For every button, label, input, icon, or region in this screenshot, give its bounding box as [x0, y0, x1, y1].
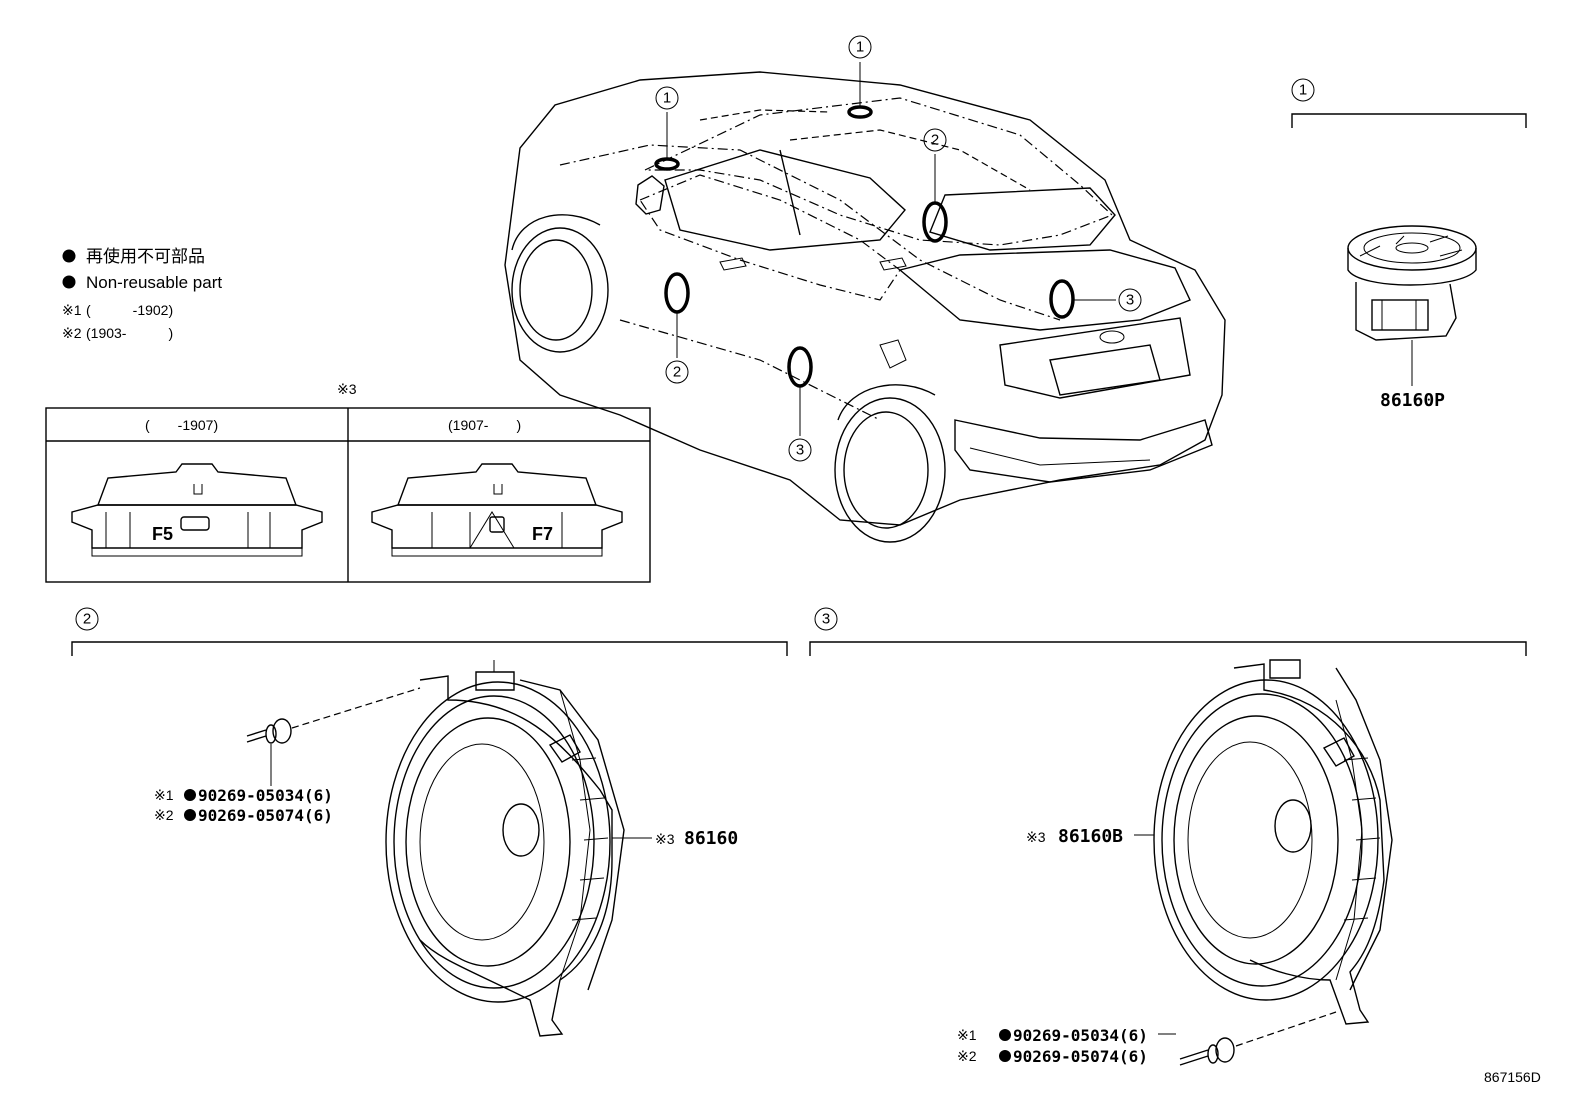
- section-2-callout: 2: [75, 607, 99, 631]
- note1-mark: ※1: [62, 302, 82, 318]
- svg-text:2: 2: [673, 364, 681, 381]
- callout-1-roof-rear: 1: [848, 35, 872, 59]
- diagram-id: 867156D: [1484, 1069, 1541, 1085]
- section-3-callout: 3: [814, 607, 838, 631]
- tweeter-drawing: [1347, 225, 1477, 386]
- svg-text:90269-05034(6): 90269-05034(6): [1013, 1026, 1148, 1045]
- legend-japanese: 再使用不可部品: [86, 246, 205, 266]
- non-reusable-bullet-icon: [184, 809, 196, 821]
- rivet-drawing-rear: [1158, 1011, 1337, 1066]
- callout-2-rear-door: 2: [923, 128, 947, 152]
- non-reusable-bullet-icon: [62, 249, 76, 263]
- connector-code-left: F5: [152, 524, 173, 544]
- note2-range: (1903- ): [86, 325, 173, 341]
- connector-drawing-right: F7: [371, 463, 623, 557]
- variant-right-header: (1907- ): [448, 417, 521, 433]
- section-3: 3 ※3 86160B ※1: [809, 607, 1527, 1066]
- variant-table-mark: ※3: [337, 381, 357, 397]
- rivet-note-rear-2: ※2 90269-05074(6): [957, 1047, 1148, 1066]
- section-1-callout: 1: [1291, 78, 1315, 102]
- svg-text:1: 1: [856, 39, 864, 56]
- rivet-note-front-1: ※1 90269-05034(6): [154, 786, 333, 805]
- section-2: 2 ※3 86160 ※1: [71, 607, 788, 1037]
- speaker-drawing-86160: [385, 660, 652, 1037]
- non-reusable-bullet-icon: [999, 1050, 1011, 1062]
- section-1: 1 86160P: [1291, 78, 1527, 411]
- speaker-drawing-86160B: [1134, 659, 1393, 1025]
- svg-text:3: 3: [796, 442, 804, 459]
- non-reusable-bullet-icon: [184, 789, 196, 801]
- variant-table: ※3 ( -1907) (1907- ) F5: [45, 381, 651, 583]
- callout-1-roof-front: 1: [655, 86, 679, 110]
- svg-text:※2: ※2: [154, 807, 174, 823]
- svg-text:2: 2: [931, 132, 939, 149]
- svg-text:90269-05074(6): 90269-05074(6): [198, 806, 333, 825]
- svg-text:※1: ※1: [154, 787, 174, 803]
- part-mark-86160B: ※3: [1026, 829, 1046, 845]
- legend: 再使用不可部品 Non-reusable part ※1 ( -1902) ※2…: [62, 246, 222, 341]
- part-number-86160B: 86160B: [1058, 826, 1123, 847]
- rivet-note-front-2: ※2 90269-05074(6): [154, 806, 333, 825]
- vehicle-drawing: [504, 62, 1226, 543]
- callout-2-front-door: 2: [665, 360, 689, 384]
- connector-code-right: F7: [532, 524, 553, 544]
- svg-text:90269-05034(6): 90269-05034(6): [198, 786, 333, 805]
- part-number-86160P: 86160P: [1380, 390, 1445, 411]
- note1-range: ( -1902): [86, 302, 173, 318]
- svg-text:2: 2: [83, 611, 91, 628]
- svg-text:3: 3: [822, 611, 830, 628]
- legend-english: Non-reusable part: [86, 273, 222, 292]
- callout-3-right-rear: 3: [1118, 288, 1142, 312]
- svg-text:3: 3: [1126, 292, 1134, 309]
- part-number-86160: 86160: [684, 828, 738, 849]
- non-reusable-bullet-icon: [999, 1029, 1011, 1041]
- non-reusable-bullet-icon: [62, 275, 76, 289]
- rivet-drawing-front: [246, 687, 421, 786]
- connector-drawing-left: F5: [71, 463, 323, 557]
- svg-text:90269-05074(6): 90269-05074(6): [1013, 1047, 1148, 1066]
- svg-text:1: 1: [1299, 82, 1307, 99]
- note2-mark: ※2: [62, 325, 82, 341]
- svg-text:※1: ※1: [957, 1027, 977, 1043]
- svg-text:※2: ※2: [957, 1048, 977, 1064]
- variant-left-header: ( -1907): [145, 417, 218, 433]
- part-mark-86160: ※3: [655, 831, 675, 847]
- callout-3-left-rear: 3: [788, 438, 812, 462]
- rivet-note-rear-1: ※1 90269-05034(6): [957, 1026, 1148, 1045]
- svg-text:1: 1: [663, 90, 671, 107]
